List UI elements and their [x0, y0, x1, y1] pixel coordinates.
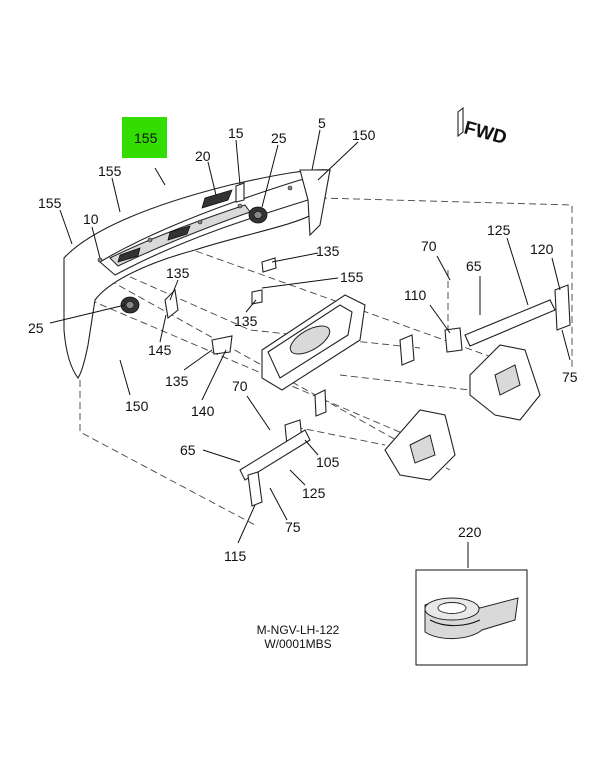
callout-65-top: 65: [466, 258, 482, 274]
callout-105: 105: [316, 454, 340, 470]
caption-drawing-code: M-NGV-LH-122: [257, 623, 340, 637]
callout-155-highlighted: 155: [134, 130, 158, 146]
callout-25-left: 25: [28, 320, 44, 336]
inset-part-220: [415, 569, 528, 666]
callout-125-bottom: 125: [302, 485, 326, 501]
callout-150-top: 150: [352, 127, 376, 143]
callout-220: 220: [458, 524, 482, 540]
callout-115: 115: [224, 548, 247, 564]
callout-135-d: 135: [165, 373, 189, 389]
callout-125-top: 125: [487, 222, 511, 238]
drawing-caption: M-NGV-LH-122 W/0001MBS: [257, 623, 340, 651]
fwd-label: FWD: [462, 118, 509, 149]
tape-roll-icon: [424, 597, 519, 639]
callout-110: 110: [404, 287, 427, 303]
callout-135-c: 135: [234, 313, 258, 329]
leader-lines: [49, 129, 571, 568]
callout-75-right: 75: [562, 369, 578, 385]
callout-145: 145: [148, 342, 172, 358]
callout-120: 120: [530, 241, 554, 257]
reinforcement-beam: [261, 294, 366, 391]
small-brackets: [164, 182, 277, 355]
fog-lamp-right: [248, 206, 268, 224]
lower-bracket-set: [239, 389, 456, 507]
callout-10: 10: [83, 211, 99, 227]
callout-15: 15: [228, 125, 244, 141]
highlight-box: [122, 117, 167, 158]
callout-20: 20: [195, 148, 211, 164]
forward-arrow-icon: [457, 106, 464, 138]
caption-variant: W/0001MBS: [264, 637, 331, 651]
callout-140: 140: [191, 403, 215, 419]
callout-labels: 155 20 15 25 5 150 155 155 10 135 155 13…: [28, 115, 578, 564]
callout-135-a: 135: [316, 243, 340, 259]
fog-lamp-left: [120, 296, 140, 314]
callout-150-bottom: 150: [125, 398, 149, 414]
callout-65-bottom: 65: [180, 442, 196, 458]
callout-155-left: 155: [98, 163, 122, 179]
callout-75-bottom: 75: [285, 519, 301, 535]
callout-155-mid: 155: [340, 269, 364, 285]
callout-155-far-left: 155: [38, 195, 62, 211]
callout-135-b: 135: [166, 265, 190, 281]
fwd-indicator: FWD: [457, 106, 509, 149]
callout-25-top: 25: [271, 130, 287, 146]
callout-5: 5: [318, 115, 326, 131]
callout-70-bottom: 70: [232, 378, 248, 394]
right-bracket-set: [399, 284, 571, 421]
callout-70-top: 70: [421, 238, 437, 254]
